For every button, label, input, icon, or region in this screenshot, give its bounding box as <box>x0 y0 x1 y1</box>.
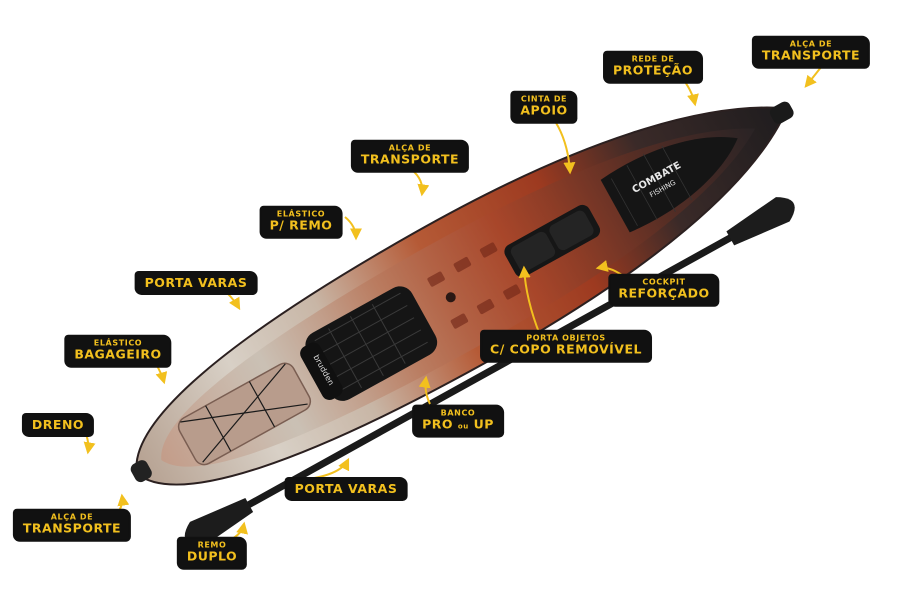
label-alca-transporte-top: ALÇA DE TRANSPORTE <box>753 37 869 67</box>
label-cinta-apoio: CINTA DE APOIO <box>512 92 576 122</box>
label-alca-transporte-bottom: ALÇA DE TRANSPORTE <box>14 510 130 540</box>
label-dreno: DRENO <box>23 414 93 436</box>
label-rede-protecao: REDE DE PROTEÇÃO <box>605 52 701 82</box>
label-porta-varas-bottom: PORTA VARAS <box>286 478 406 500</box>
bow-net: COMBATE FISHING <box>600 136 738 233</box>
label-elastico-remo: ELÁSTICO P/ REMO <box>261 207 341 237</box>
label-alca-transporte-mid: ALÇA DE TRANSPORTE <box>352 141 468 171</box>
storage-tray <box>504 204 601 278</box>
label-cockpit: COCKPIT REFORÇADO <box>610 275 718 305</box>
label-remo-duplo: REMO DUPLO <box>178 538 246 568</box>
label-porta-objetos: PORTA OBJETOS C/ COPO REMOVÍVEL <box>482 331 650 361</box>
seat: brudden <box>300 286 438 401</box>
kayak-deck <box>161 128 756 467</box>
label-banco: BANCO PRO ou UP <box>414 406 502 436</box>
label-porta-varas-left: PORTA VARAS <box>136 272 256 294</box>
label-elastico-bagageiro: ELÁSTICO BAGAGEIRO <box>66 336 170 366</box>
